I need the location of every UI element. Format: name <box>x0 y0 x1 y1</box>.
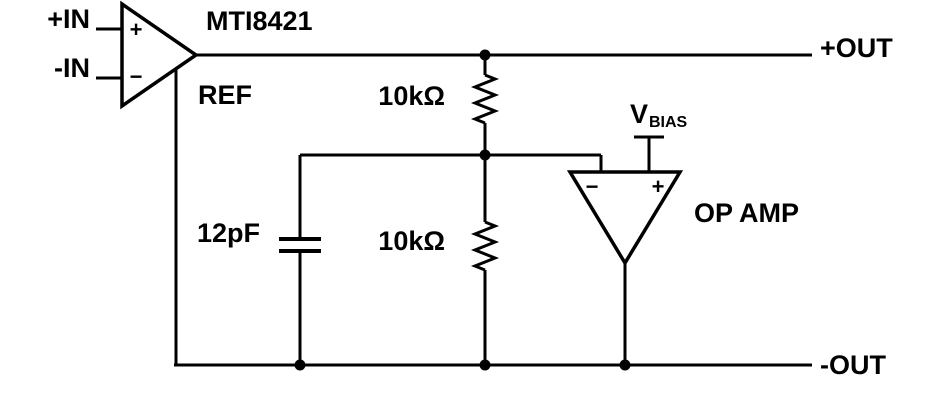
vbias-label: V <box>630 99 648 129</box>
out-minus-label: -OUT <box>820 350 886 380</box>
opamp-label: OP AMP <box>694 198 799 228</box>
vbias-subscript: BIAS <box>649 114 688 131</box>
in-plus-label: +IN <box>47 4 90 34</box>
resistor-r2-label: 10kΩ <box>378 226 445 256</box>
resistor-r1-label: 10kΩ <box>378 81 445 111</box>
junction-dot-opamp-bottom <box>619 359 631 371</box>
opamp-plus-sign: + <box>652 174 665 199</box>
resistor-r1 <box>470 73 500 125</box>
in-minus-label: -IN <box>54 53 90 83</box>
inamp-minus-sign: − <box>130 64 143 89</box>
inamp-triangle <box>120 0 200 110</box>
opamp-minus-sign: − <box>586 174 599 199</box>
junction-dot-top <box>479 49 491 61</box>
resistor-r2 <box>470 220 500 272</box>
junction-dot-mid <box>479 149 491 161</box>
junction-dot-cap-bottom <box>294 359 306 371</box>
ref-label: REF <box>198 80 252 110</box>
inamp-name-label: MTI8421 <box>206 6 313 36</box>
junction-dot-divider-bottom <box>479 359 491 371</box>
inamp-plus-sign: + <box>130 17 143 42</box>
capacitor-label: 12pF <box>197 218 260 248</box>
out-plus-label: +OUT <box>820 33 893 63</box>
opamp-triangle <box>566 170 684 267</box>
